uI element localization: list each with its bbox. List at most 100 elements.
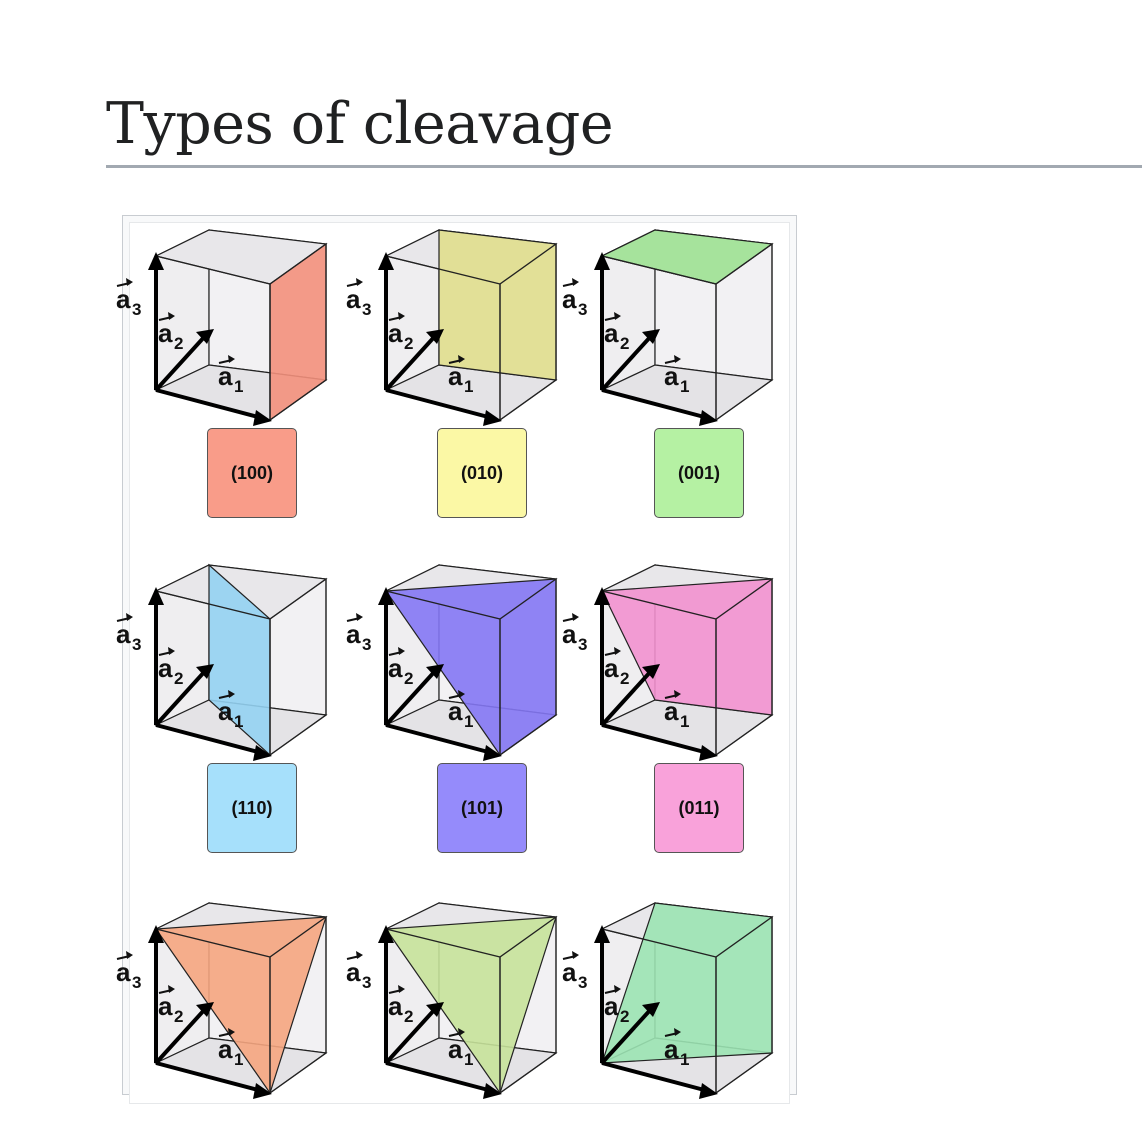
axis-a1-label-letter: a: [664, 361, 679, 391]
axis-a3-label-letter: a: [562, 957, 577, 987]
axis-a3-label-subscript: 3: [578, 300, 587, 319]
axis-a1-label-letter: a: [218, 361, 233, 391]
axis-a2-label-subscript: 2: [620, 1007, 629, 1026]
axis-a3-label-subscript: 3: [362, 635, 371, 654]
axis-a3-label-letter: a: [562, 619, 577, 649]
axis-arrows: [378, 587, 502, 761]
axis-arrows: [378, 252, 502, 426]
axis-a1-label-subscript: 1: [234, 712, 243, 731]
axis-a2-label-subscript: 2: [620, 669, 629, 688]
axis-a2-label-letter: a: [158, 653, 173, 683]
axis-a2-label-subscript: 2: [174, 669, 183, 688]
axis-arrows: [594, 587, 718, 761]
cleavage-plane: [438, 229, 557, 381]
axis-a2-label-subscript: 2: [404, 334, 413, 353]
cleavage-plane: [154, 916, 327, 1095]
axis-a1-label-letter: a: [664, 696, 679, 726]
axis-a1-label-subscript: 1: [680, 377, 689, 396]
axis-a1-label-subscript: 1: [234, 377, 243, 396]
axis-a2-label-subscript: 2: [404, 669, 413, 688]
miller-index-chip: (100): [207, 428, 297, 518]
axis-a2-label-subscript: 2: [404, 1007, 413, 1026]
axis-arrows: [594, 252, 718, 426]
axis-a2-label-letter: a: [388, 653, 403, 683]
axis-a3-label-letter: a: [562, 284, 577, 314]
axis-a3-label-subscript: 3: [132, 300, 141, 319]
axis-a2-label-letter: a: [158, 318, 173, 348]
miller-index-chip: (101): [437, 763, 527, 853]
axis-arrows: [148, 252, 272, 426]
axis-a3-label-subscript: 3: [132, 973, 141, 992]
axis-a3-label-subscript: 3: [132, 635, 141, 654]
heading-rule: [106, 165, 1142, 168]
axis-a1-label-letter: a: [218, 1034, 233, 1064]
axis-a1-label-letter: a: [448, 361, 463, 391]
axis-a1-label-letter: a: [218, 696, 233, 726]
axis-a1-label-subscript: 1: [680, 712, 689, 731]
axis-a3-label-subscript: 3: [578, 635, 587, 654]
axis-a2-label-letter: a: [604, 991, 619, 1021]
axis-a1-label-subscript: 1: [464, 377, 473, 396]
axis-a1-label-letter: a: [448, 696, 463, 726]
axis-a3-label-subscript: 3: [362, 973, 371, 992]
axis-a2-label-letter: a: [158, 991, 173, 1021]
axis-a3-label-letter: a: [346, 284, 361, 314]
axis-a2-label-letter: a: [388, 318, 403, 348]
miller-index-chip: (001): [654, 428, 744, 518]
axis-a3-label-letter: a: [116, 619, 131, 649]
axis-a2-label-letter: a: [604, 318, 619, 348]
section-heading: Types of cleavage: [106, 91, 614, 157]
axis-a1-label-subscript: 1: [464, 1050, 473, 1069]
axis-a3-label-letter: a: [346, 957, 361, 987]
miller-index-chip: (110): [207, 763, 297, 853]
axis-a2-label-subscript: 2: [620, 334, 629, 353]
axis-a2-label-subscript: 2: [174, 334, 183, 353]
axis-a1-label-subscript: 1: [464, 712, 473, 731]
axis-a3-label-letter: a: [346, 619, 361, 649]
miller-index-chip: (011): [654, 763, 744, 853]
axis-a1-label-letter: a: [664, 1034, 679, 1064]
axis-a2-label-letter: a: [604, 653, 619, 683]
axis-a2-label-letter: a: [388, 991, 403, 1021]
axis-a1-label-subscript: 1: [234, 1050, 243, 1069]
axis-a3-label-letter: a: [116, 284, 131, 314]
cleavage-plane: [384, 916, 557, 1095]
axis-a1-label-subscript: 1: [680, 1050, 689, 1069]
